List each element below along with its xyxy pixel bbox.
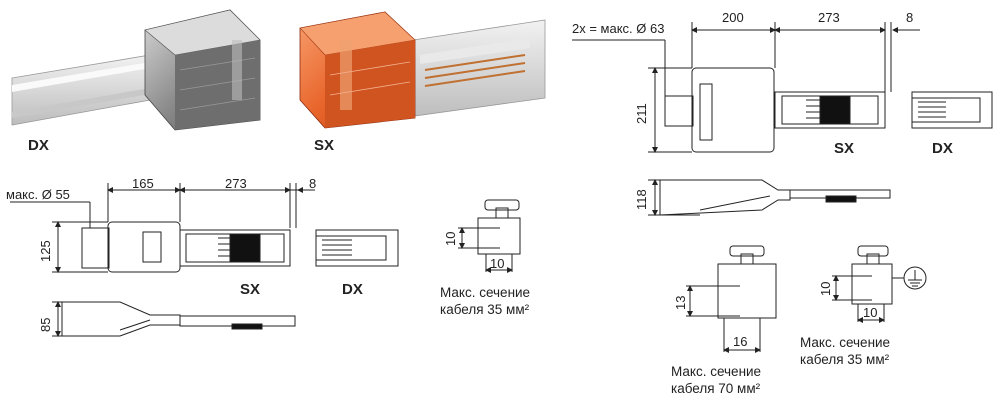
dx-photo xyxy=(11,9,261,131)
right-dx-label: DX xyxy=(932,140,953,157)
clamp-large-caption-1: Макс. сечение xyxy=(671,364,762,379)
right-height-label: 211 xyxy=(634,103,649,124)
clamp-small-caption-1: Макс. сечение xyxy=(440,285,531,300)
right-plan-view xyxy=(572,22,993,153)
right-width-end-label: 8 xyxy=(906,10,914,25)
sx-photo xyxy=(299,11,546,129)
left-side-view xyxy=(52,301,296,337)
clamp-ground xyxy=(832,245,927,323)
clamp-large-w-label: 16 xyxy=(733,334,748,349)
left-width-end-label: 8 xyxy=(309,176,317,191)
dx-photo-label: DX xyxy=(28,137,49,154)
left-width-tail-label: 273 xyxy=(225,176,247,191)
clamp-small-w-label: 10 xyxy=(490,256,505,271)
right-diameter-label: 2x = макс. Ø 63 xyxy=(572,21,665,36)
clamp-ground-h-label: 10 xyxy=(818,281,833,296)
left-width-body-label: 165 xyxy=(132,176,154,191)
right-side-height-label: 118 xyxy=(634,189,649,210)
clamp-large-caption-2: кабеля 70 мм² xyxy=(671,381,761,396)
clamp-large-h-label: 13 xyxy=(673,295,688,310)
left-height-label: 125 xyxy=(38,240,53,262)
clamp-ground-caption-2: кабеля 35 мм² xyxy=(800,352,890,367)
right-sx-label: SX xyxy=(834,140,855,157)
right-width-body-label: 200 xyxy=(722,10,744,25)
clamp-small xyxy=(458,199,521,273)
right-side-view xyxy=(648,179,891,216)
right-width-tail-label: 273 xyxy=(818,10,840,25)
sx-photo-label: SX xyxy=(314,137,335,154)
clamp-ground-caption-1: Макс. сечение xyxy=(800,335,891,350)
clamp-small-caption-2: кабеля 35 мм² xyxy=(440,302,530,317)
clamp-ground-w-label: 10 xyxy=(863,305,878,320)
left-sx-label: SX xyxy=(240,281,261,298)
left-plan-view xyxy=(10,183,399,273)
left-side-height-label: 85 xyxy=(38,317,53,332)
clamp-large xyxy=(686,245,777,353)
left-diameter-label: макс. Ø 55 xyxy=(6,187,70,202)
left-dx-label: DX xyxy=(342,281,363,298)
clamp-small-h-label: 10 xyxy=(443,231,458,246)
